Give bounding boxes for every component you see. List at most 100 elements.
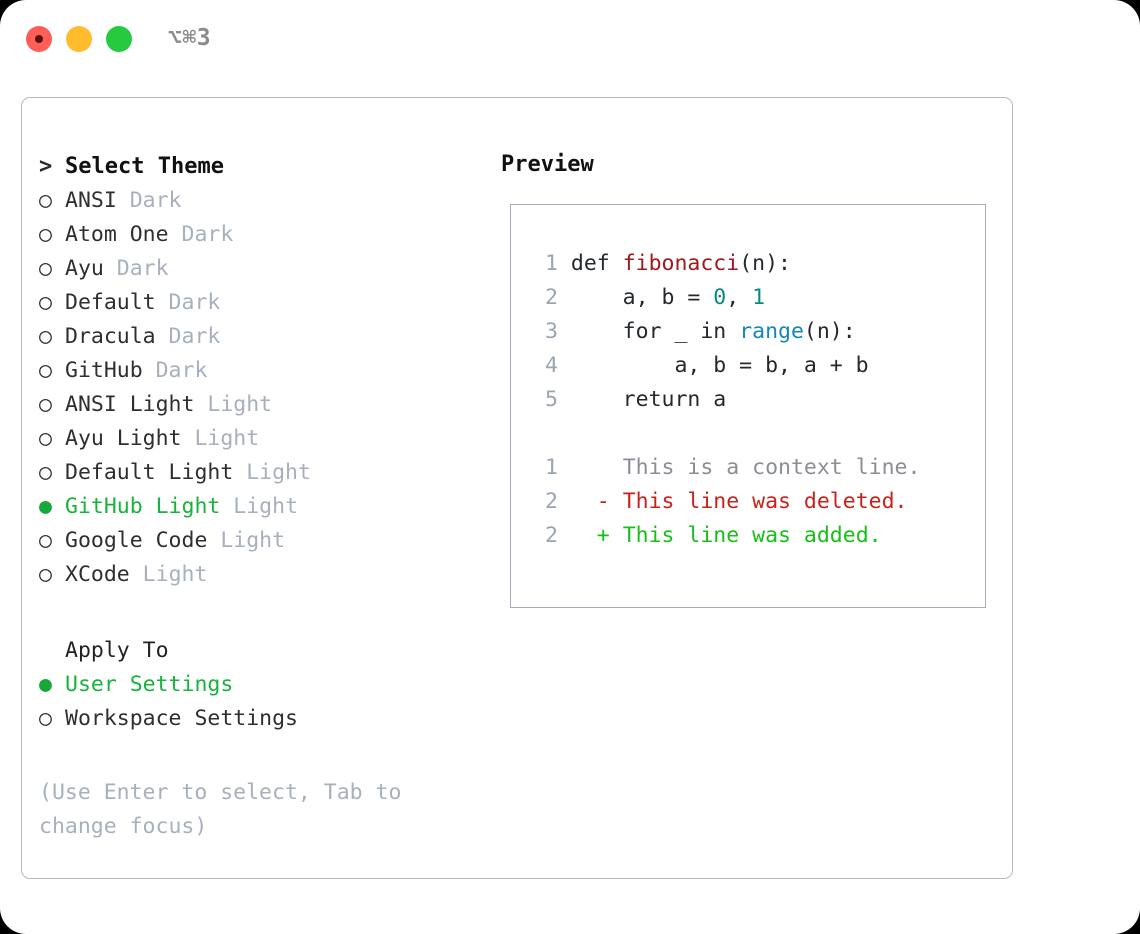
code-token: def [570, 251, 623, 276]
code-token: for _ in [570, 319, 740, 344]
theme-list-item[interactable]: ○ Ayu Light Light [39, 422, 489, 456]
gutter-gap [558, 353, 571, 378]
title-bar: ⌥⌘3 [0, 0, 1140, 76]
keyboard-shortcut-label: ⌥⌘3 [168, 25, 212, 51]
radio-unselected-icon: ○ [39, 358, 52, 383]
section-spacer [39, 592, 489, 634]
theme-name: ANSI [65, 188, 117, 213]
code-line: 1 def fibonacci(n): [545, 247, 920, 281]
caret-icon: > [39, 154, 53, 179]
code-token: (n): [739, 251, 791, 276]
code-line: 4 a, b = b, a + b [545, 349, 920, 383]
theme-variant-badge: Dark [103, 256, 169, 281]
code-blank-line [545, 417, 920, 451]
gutter-gap [558, 489, 597, 514]
diff-marker-gap [610, 489, 623, 514]
line-number: 1 [545, 455, 558, 480]
minimize-button[interactable] [66, 26, 92, 52]
theme-list-item[interactable]: ○ANSI Light Light [39, 388, 489, 422]
apply-to-list: ●User Settings○Workspace Settings [39, 668, 489, 736]
theme-list-item[interactable]: ○ Default Light Light [39, 456, 489, 490]
apply-to-header: Apply To [39, 634, 489, 668]
apply-to-label: User Settings [65, 672, 234, 697]
preview-title: Preview [501, 152, 594, 177]
theme-list-item[interactable]: ○Ayu Dark [39, 252, 489, 286]
theme-name: ANSI Light [65, 392, 195, 417]
line-number: 2 [545, 285, 558, 310]
line-number: 3 [545, 319, 558, 344]
theme-list-item[interactable]: ○XCode Light [39, 558, 489, 592]
diff-text: This is a context line. [622, 455, 921, 480]
content-panel: >Select Theme ○ANSI Dark○Atom One Dark○A… [21, 97, 1013, 879]
line-number: 2 [545, 489, 558, 514]
radio-unselected-icon: ○ [39, 324, 52, 349]
apply-to-item[interactable]: ○Workspace Settings [39, 702, 489, 736]
diff-marker: - [596, 489, 610, 514]
diff-marker-gap [610, 523, 623, 548]
theme-list-item[interactable]: ○ GitHub Dark [39, 354, 489, 388]
line-number: 5 [545, 387, 558, 412]
select-theme-header: > Select Theme [39, 150, 489, 184]
theme-variant-badge: Dark [116, 188, 182, 213]
code-line: 2 a, b = 0, 1 [545, 281, 920, 315]
gutter-gap [558, 455, 597, 480]
theme-list-item[interactable]: ● GitHub Light Light [39, 490, 489, 524]
gutter-gap [558, 523, 597, 548]
radio-unselected-icon: ○ [39, 426, 52, 451]
radio-selected-icon: ● [39, 494, 52, 519]
theme-picker-column: >Select Theme ○ANSI Dark○Atom One Dark○A… [39, 150, 489, 844]
radio-unselected-icon: ○ [39, 528, 52, 553]
theme-variant-badge: Light [207, 528, 286, 553]
theme-name: GitHub Light [65, 494, 221, 519]
diff-line: 2 + This line was added. [545, 519, 920, 553]
code-token: 0 [713, 285, 727, 310]
radio-unselected-icon: ○ [39, 222, 52, 247]
theme-variant-badge: Dark [142, 358, 208, 383]
theme-variant-badge: Light [181, 426, 260, 451]
code-token: return a [570, 387, 727, 412]
apply-to-header-label: Apply To [65, 638, 169, 663]
theme-list-item[interactable]: ○ANSI Dark [39, 184, 489, 218]
radio-unselected-icon: ○ [39, 392, 52, 417]
line-number: 4 [545, 353, 558, 378]
gutter-gap [558, 285, 571, 310]
theme-variant-badge: Light [233, 460, 311, 485]
theme-list-item[interactable]: ○Google Code Light [39, 524, 489, 558]
code-line: 3 for _ in range(n): [545, 315, 920, 349]
code-line: 5 return a [545, 383, 920, 417]
help-text: (Use Enter to select, Tab to change focu… [39, 780, 415, 839]
line-number: 1 [545, 251, 558, 276]
select-theme-header-label: Select Theme [65, 154, 224, 179]
code-token: fibonacci [622, 251, 740, 276]
theme-name: Ayu Light [65, 426, 182, 451]
theme-name: Default [65, 290, 156, 315]
close-icon [35, 35, 43, 43]
theme-list: ○ANSI Dark○Atom One Dark○Ayu Dark○Defaul… [39, 184, 489, 592]
theme-list-item[interactable]: ○ Atom One Dark [39, 218, 489, 252]
diff-marker [597, 455, 610, 480]
gutter-gap [558, 319, 571, 344]
apply-to-marker-spacer [39, 634, 65, 668]
code-token: (n): [803, 319, 856, 344]
diff-text: This line was deleted. [622, 489, 908, 514]
help-spacer [39, 736, 489, 770]
radio-unselected-icon: ○ [39, 460, 52, 485]
theme-name: Default Light [65, 460, 234, 485]
apply-to-item[interactable]: ●User Settings [39, 668, 489, 702]
theme-variant-badge: Light [220, 494, 299, 519]
theme-list-item[interactable]: ○Default Dark [39, 286, 489, 320]
maximize-button[interactable] [106, 26, 132, 52]
diff-line: 2 - This line was deleted. [545, 485, 920, 519]
theme-name: Dracula [65, 324, 156, 349]
radio-unselected-icon: ○ [39, 256, 52, 281]
theme-list-item[interactable]: ○Dracula Dark [39, 320, 489, 354]
code-token: , [726, 285, 753, 310]
radio-unselected-icon: ○ [39, 562, 52, 587]
code-token: 1 [752, 285, 766, 310]
theme-name: Atom One [65, 222, 169, 247]
theme-variant-badge: Dark [168, 222, 234, 247]
code-token: range [739, 319, 804, 344]
theme-name: GitHub [65, 358, 143, 383]
